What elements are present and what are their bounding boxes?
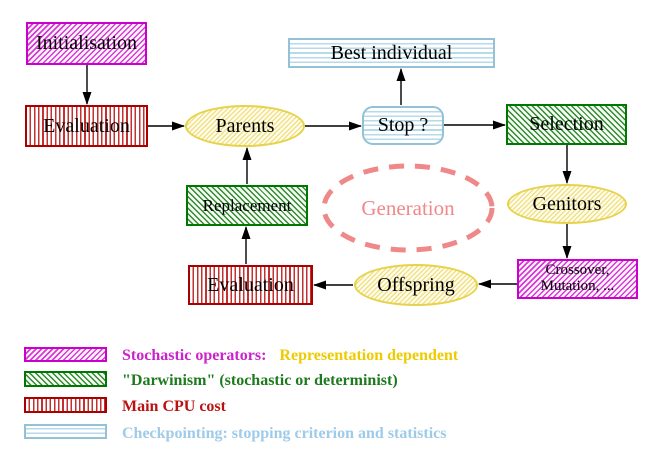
node-crossover-mutation: Crossover, Mutation, ... bbox=[517, 259, 638, 299]
node-initialisation: Initialisation bbox=[26, 22, 147, 65]
node-evaluation-top: Evaluation bbox=[25, 105, 148, 147]
legend-label-darwinism: "Darwinism" (stochastic or determinist) bbox=[122, 372, 398, 389]
node-genitors: Genitors bbox=[507, 184, 627, 224]
crossover-line2: Mutation, ... bbox=[540, 278, 615, 294]
crossover-line1: Crossover, bbox=[545, 262, 610, 279]
legend-text-stochastic-operators: Stochastic operators: bbox=[122, 347, 267, 364]
legend-text-cpu-cost: Main CPU cost bbox=[122, 398, 226, 415]
node-evaluation-bottom: Evaluation bbox=[188, 265, 313, 305]
legend-label-cpu-cost: Main CPU cost bbox=[122, 398, 226, 415]
node-parents: Parents bbox=[185, 105, 305, 147]
legend-swatch-darwinism bbox=[24, 371, 107, 387]
node-replacement: Replacement bbox=[186, 185, 308, 226]
legend-text-representation-dependent: Representation dependent bbox=[279, 347, 459, 364]
generation-label: Generation bbox=[361, 196, 455, 220]
legend-swatch-cpu-cost bbox=[24, 397, 107, 413]
legend-text-checkpointing: Checkpointing: stopping criterion and st… bbox=[122, 425, 447, 442]
legend-swatch-checkpointing bbox=[24, 424, 107, 439]
node-stop: Stop ? bbox=[362, 106, 444, 145]
legend-label-stochastic: Stochastic operators: Representation dep… bbox=[122, 347, 458, 364]
legend-text-darwinism: "Darwinism" (stochastic or determinist) bbox=[122, 372, 398, 389]
legend-label-checkpointing: Checkpointing: stopping criterion and st… bbox=[122, 425, 446, 442]
node-selection: Selection bbox=[506, 104, 627, 145]
node-offspring: Offspring bbox=[354, 264, 478, 306]
legend-swatch-stochastic bbox=[24, 347, 107, 362]
node-best-individual: Best individual bbox=[288, 38, 495, 68]
